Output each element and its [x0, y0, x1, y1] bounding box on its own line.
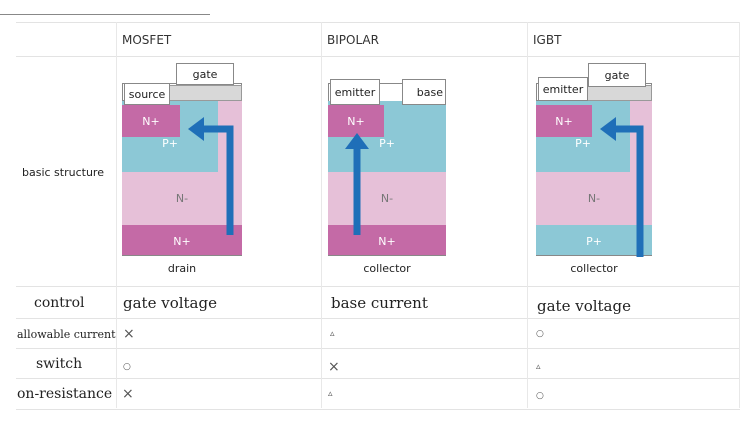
- bipolar-emitter-terminal: emitter: [330, 79, 380, 105]
- igbt-emitter-terminal: emitter: [538, 77, 588, 101]
- bipolar-base-terminal: base: [402, 79, 446, 105]
- table-row-control: control gate voltage base current gate v…: [16, 286, 740, 319]
- mosfet-gate-terminal: gate: [176, 63, 234, 85]
- switch-bipolar-value: ×: [328, 359, 340, 375]
- allowable-current-bipolar-value: ▵: [330, 329, 335, 339]
- igbt-current-arrow: [600, 117, 644, 257]
- switch-mosfet-value: ○: [123, 362, 131, 372]
- basic-structure-row: basic structure N+ N- P+ N+ source gate …: [16, 56, 740, 287]
- column-divider-3: [527, 22, 528, 408]
- control-igbt-value: gate voltage: [537, 297, 631, 315]
- igbt-structure-diagram: P+ N- P+ N+ emitter gate collector: [536, 63, 652, 281]
- allowable-current-mosfet-value: ×: [123, 326, 135, 342]
- row-label-switch: switch: [36, 356, 83, 372]
- column-divider-4: [739, 22, 740, 408]
- row-label-allowable-current: allowable current: [17, 327, 116, 341]
- switch-igbt-value: ▵: [536, 362, 541, 372]
- bipolar-layer-n-minus: N-: [328, 172, 446, 225]
- allowable-current-igbt-value: ○: [536, 329, 544, 339]
- table-row-on-resistance: on-resistance × ▵ ○: [16, 378, 740, 410]
- row-label-on-resistance: on-resistance: [17, 386, 113, 402]
- mosfet-layer-n-plus-bottom: N+: [122, 225, 242, 257]
- row-label-basic-structure: basic structure: [22, 165, 104, 179]
- header-cell-mosfet: MOSFET: [122, 33, 172, 47]
- header-cell-bipolar: BIPOLAR: [327, 33, 379, 47]
- on-resistance-igbt-value: ○: [536, 391, 544, 401]
- control-mosfet-value: gate voltage: [123, 294, 217, 312]
- mosfet-current-arrow: [188, 117, 234, 235]
- table-row-switch: switch ○ × ▵: [16, 348, 740, 379]
- igbt-collector-terminal: collector: [536, 255, 652, 281]
- control-bipolar-value: base current: [331, 294, 428, 312]
- column-divider-1: [116, 22, 117, 408]
- row-label-control: control: [34, 295, 85, 311]
- table-header-row: MOSFET BIPOLAR IGBT: [16, 22, 740, 57]
- bipolar-collector-terminal: collector: [328, 255, 446, 281]
- mosfet-structure-diagram: N+ N- P+ N+ source gate drain: [122, 63, 242, 281]
- mosfet-layer-n-plus-top: N+: [122, 105, 180, 137]
- igbt-layer-n-plus-top: N+: [536, 105, 592, 137]
- table-row-allowable-current: allowable current × ▵ ○: [16, 318, 740, 349]
- on-resistance-bipolar-value: ▵: [328, 389, 333, 399]
- header-cell-empty: [16, 23, 122, 57]
- on-resistance-mosfet-value: ×: [122, 386, 134, 402]
- bipolar-current-arrow: [345, 133, 369, 235]
- top-divider-fragment: [0, 14, 210, 15]
- column-divider-2: [321, 22, 322, 408]
- header-cell-igbt: IGBT: [533, 33, 562, 47]
- mosfet-drain-terminal: drain: [122, 255, 242, 281]
- bipolar-layer-n-plus-top: N+: [328, 105, 384, 137]
- igbt-gate-terminal: gate: [588, 63, 646, 87]
- igbt-layer-n-minus: N-: [536, 172, 652, 225]
- bipolar-layer-n-plus-bottom: N+: [328, 225, 446, 257]
- bipolar-structure-diagram: N+ N- P+ N+ emitter base collector: [328, 63, 446, 281]
- mosfet-layer-n-minus: N-: [122, 172, 242, 225]
- igbt-layer-p-plus-bottom: P+: [536, 225, 652, 257]
- mosfet-source-terminal: source: [124, 83, 170, 105]
